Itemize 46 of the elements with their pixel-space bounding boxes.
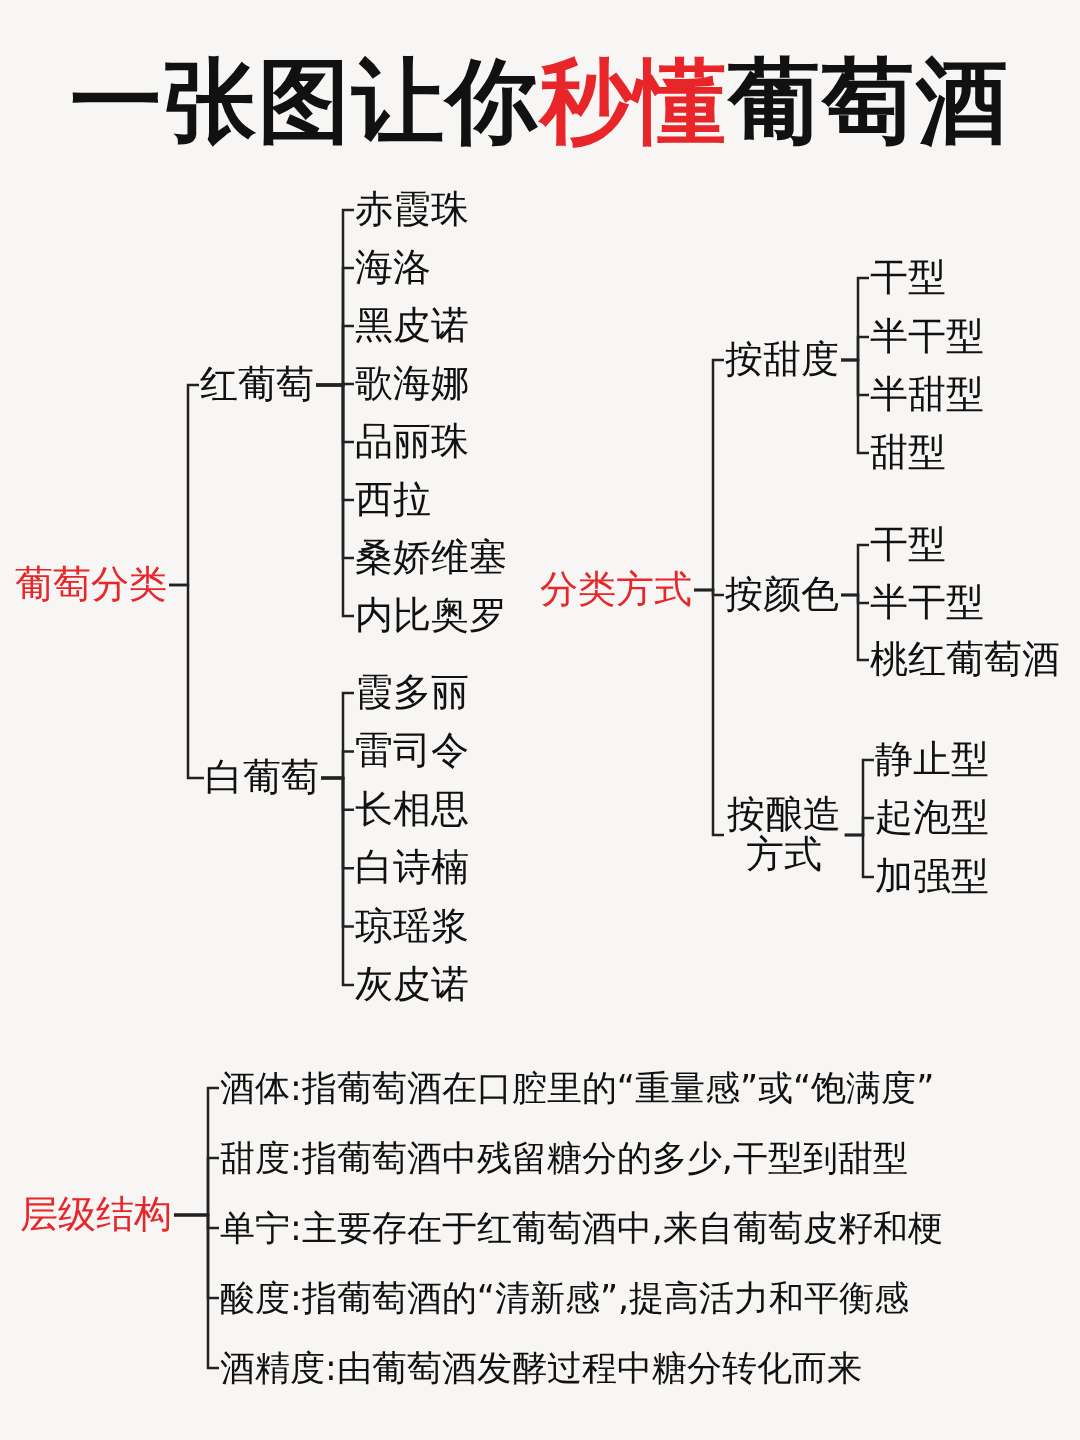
branch-label: 干型 — [870, 255, 946, 301]
branch-label: 黑皮诺 — [355, 303, 469, 349]
branch-label: 桃红葡萄酒 — [870, 637, 1060, 683]
branch-label: 静止型 — [875, 737, 989, 783]
definition-text: 酒体:指葡萄酒在口腔里的“重量感”或“饱满度” — [220, 1067, 935, 1109]
branch-label: 雷司令 — [355, 728, 469, 775]
bracket-line — [174, 1213, 219, 1370]
branch-label: 半干型 — [870, 314, 984, 360]
branch-label: 加强型 — [875, 854, 989, 900]
bracket-line — [694, 588, 724, 837]
bracket-line — [841, 358, 869, 455]
definition-text: 酒精度:由葡萄酒发酵过程中糖分转化而来 — [220, 1347, 862, 1389]
branch-label: 霞多丽 — [355, 670, 469, 716]
branch-label: 半甜型 — [870, 372, 984, 418]
branch-label: 歌海娜 — [355, 361, 469, 407]
branch-label: 半干型 — [870, 580, 984, 626]
branch-label: 灰皮诺 — [355, 962, 469, 1008]
definition-text: 甜度:指葡萄酒中残留糖分的多少,干型到甜型 — [220, 1137, 908, 1179]
category-title: 葡萄分类 — [15, 562, 167, 608]
branch-label: 按颜色 — [725, 572, 839, 618]
branch-label: 长相思 — [355, 787, 469, 833]
branch-label: 赤霞珠 — [355, 187, 469, 233]
bracket-line — [169, 583, 204, 780]
definition-text: 酸度:指葡萄酒的“清新感”,提高活力和平衡感 — [220, 1277, 910, 1319]
title: 一张图让你秒懂葡萄酒 — [69, 47, 1011, 157]
bracket-line — [321, 776, 354, 987]
branch-label: 白诗楠 — [355, 845, 469, 891]
bracket-line — [841, 593, 869, 662]
category-title: 层级结构 — [20, 1192, 172, 1238]
branch-label: 起泡型 — [875, 795, 989, 841]
branch-label: 按甜度 — [725, 337, 839, 383]
branch-label: 甜型 — [870, 430, 946, 476]
branch-label: 琼瑶浆 — [355, 903, 469, 950]
branch-label: 红葡萄 — [200, 362, 314, 408]
branch-label: 桑娇维塞 — [355, 535, 507, 581]
branch-label: 白葡萄 — [205, 755, 319, 801]
branch-label: 内比奥罗 — [355, 593, 507, 639]
branch-label: 按酿造方式 — [725, 795, 843, 875]
branch-label: 品丽珠 — [355, 419, 469, 465]
bracket-line — [844, 833, 874, 879]
branch-label: 海洛 — [355, 245, 431, 291]
bracket-line — [316, 383, 354, 618]
branch-label: 西拉 — [355, 477, 431, 523]
definition-text: 单宁:主要存在于红葡萄酒中,来自葡萄皮籽和梗 — [220, 1207, 943, 1249]
category-title: 分类方式 — [540, 567, 692, 613]
branch-label: 干型 — [870, 522, 946, 568]
